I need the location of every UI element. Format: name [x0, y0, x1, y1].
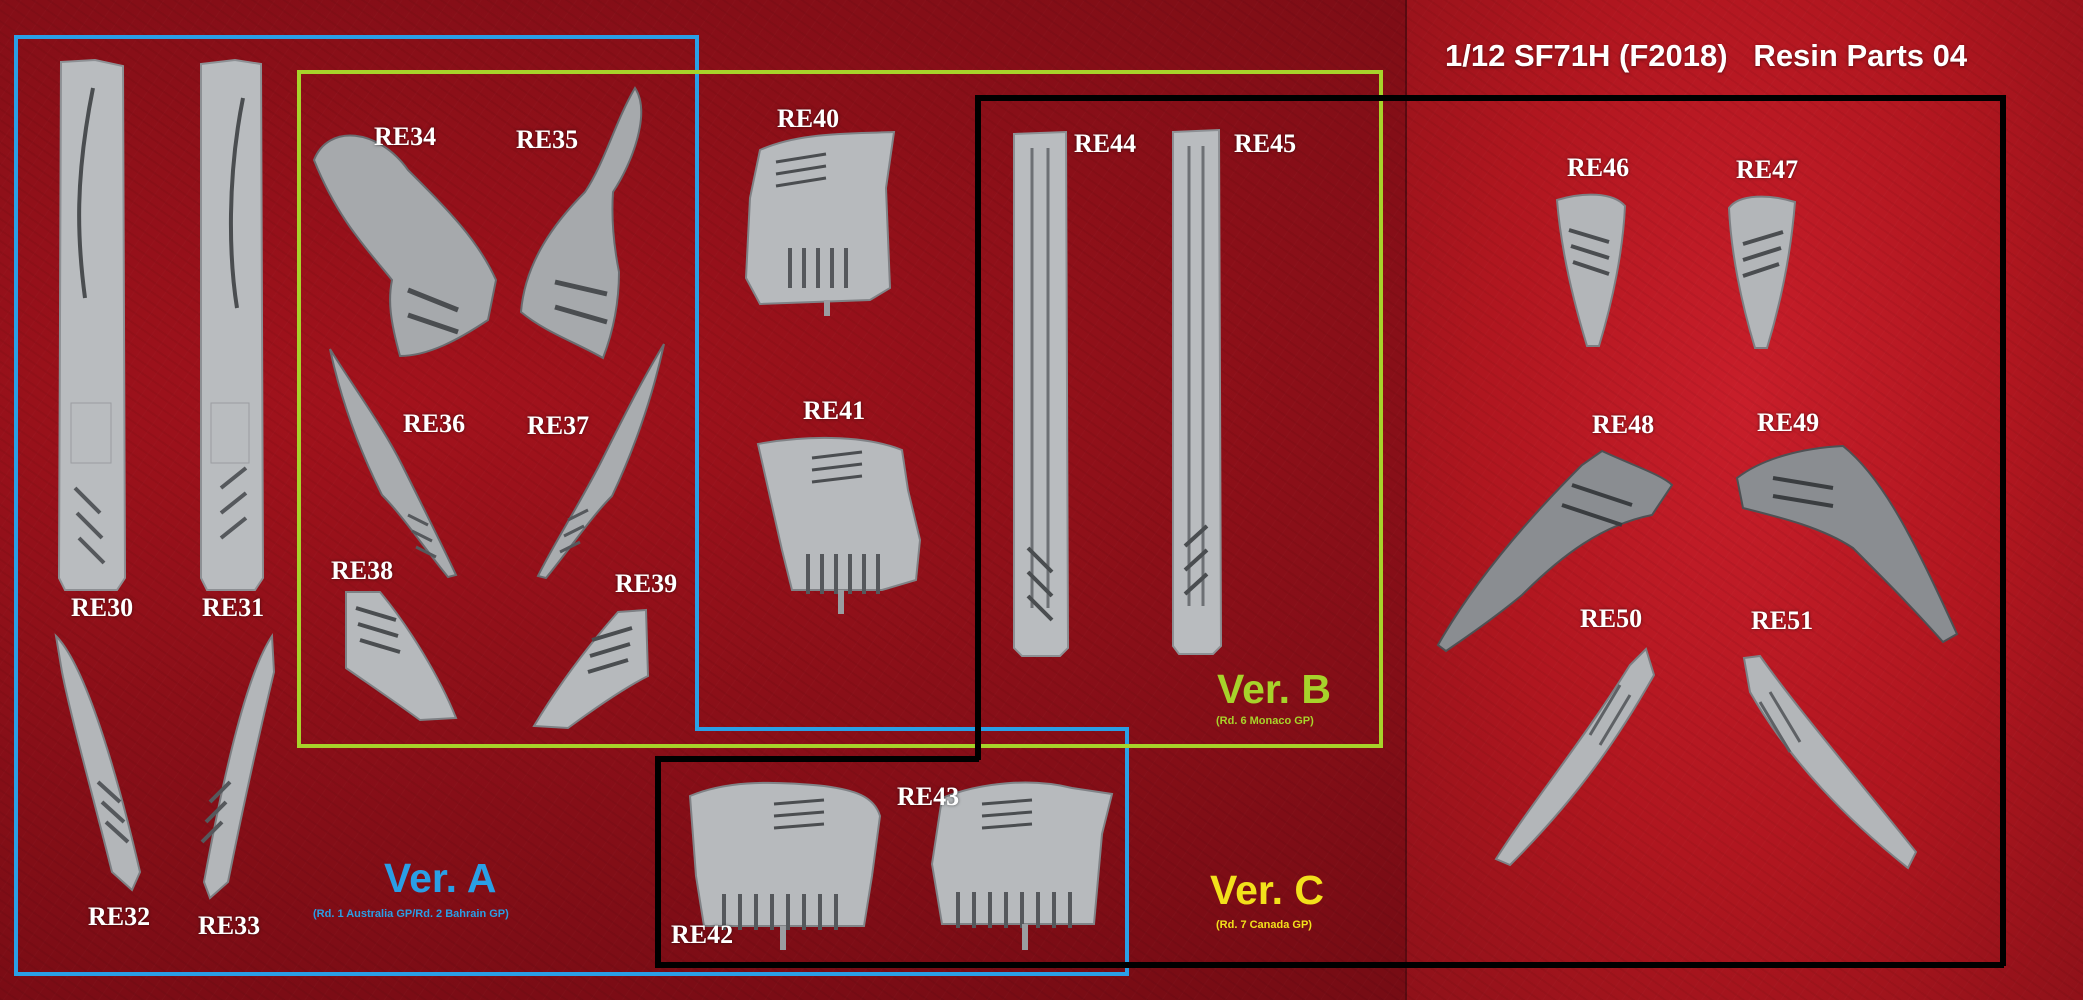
ver-a-frame-bottom [14, 972, 1129, 976]
part-re47-image [1727, 195, 1797, 349]
part-re36-image [329, 348, 458, 579]
part-label-re49: RE49 [1757, 408, 1820, 437]
part-label-re51: RE51 [1751, 606, 1814, 635]
part-label-re32: RE32 [88, 902, 151, 931]
part-label-re39: RE39 [615, 569, 678, 598]
part-label-re35: RE35 [516, 125, 579, 154]
part-label-re50: RE50 [1580, 604, 1643, 633]
part-re34-image [312, 134, 498, 358]
ver-c-frame-step [655, 756, 979, 762]
part-re42-image [688, 781, 882, 950]
part-re43-image [930, 781, 1114, 950]
ver-a-frame-step [695, 727, 1129, 731]
part-re38-image [345, 591, 458, 722]
part-re48-image [1436, 449, 1674, 653]
part-re30-image [57, 58, 127, 591]
part-re49-image [1735, 444, 1959, 644]
part-label-re31: RE31 [202, 593, 265, 622]
part-re37-image [536, 343, 665, 580]
part-re39-image [532, 608, 650, 730]
part-label-re44: RE44 [1074, 129, 1137, 158]
page-title: 1/12 SF71H (F2018) Resin Parts 04 [1445, 38, 1968, 73]
part-re44-image [1013, 130, 1070, 657]
ver-b-detail: (Rd. 6 Monaco GP) [1216, 715, 1314, 727]
part-re32-image [54, 633, 142, 892]
ver-a-frame [14, 35, 699, 975]
part-re31-image [200, 58, 265, 591]
part-label-re41: RE41 [803, 396, 866, 425]
part-label-re30: RE30 [71, 593, 134, 622]
part-re40-image [744, 130, 896, 316]
part-re41-image [756, 436, 922, 614]
ver-b-label: Ver. B [1217, 666, 1331, 712]
part-label-re34: RE34 [374, 122, 437, 151]
ver-a-frame-right-lower [1125, 727, 1129, 976]
ver-c-label: Ver. C [1210, 867, 1324, 913]
part-re35-image [519, 86, 643, 360]
ver-c-frame-left-lower [655, 756, 661, 966]
part-re46-image [1555, 193, 1627, 347]
part-label-re38: RE38 [331, 556, 394, 585]
part-label-re43: RE43 [897, 782, 960, 811]
part-label-re36: RE36 [403, 409, 466, 438]
ver-b-frame [297, 70, 1383, 748]
ver-c-frame-top [975, 95, 2004, 101]
part-label-re37: RE37 [527, 411, 590, 440]
part-re51-image [1742, 654, 1918, 870]
ver-c-frame-right [2000, 95, 2006, 966]
part-label-re42: RE42 [671, 920, 734, 949]
part-label-re33: RE33 [198, 911, 261, 940]
part-re45-image [1172, 128, 1223, 655]
ver-c-detail: (Rd. 7 Canada GP) [1216, 919, 1312, 931]
part-label-re40: RE40 [777, 104, 840, 133]
part-re50-image [1494, 647, 1656, 867]
ver-c-frame-left-upper [975, 95, 981, 760]
ver-a-detail: (Rd. 1 Australia GP/Rd. 2 Bahrain GP) [313, 908, 509, 920]
ver-a-label: Ver. A [384, 855, 497, 901]
ver-c-frame-bottom [655, 962, 2004, 968]
part-re33-image [200, 632, 276, 900]
part-label-re46: RE46 [1567, 153, 1630, 182]
part-label-re48: RE48 [1592, 410, 1655, 439]
part-label-re47: RE47 [1736, 155, 1799, 184]
part-label-re45: RE45 [1234, 129, 1297, 158]
ver-a-frame-right-upper [695, 35, 699, 731]
